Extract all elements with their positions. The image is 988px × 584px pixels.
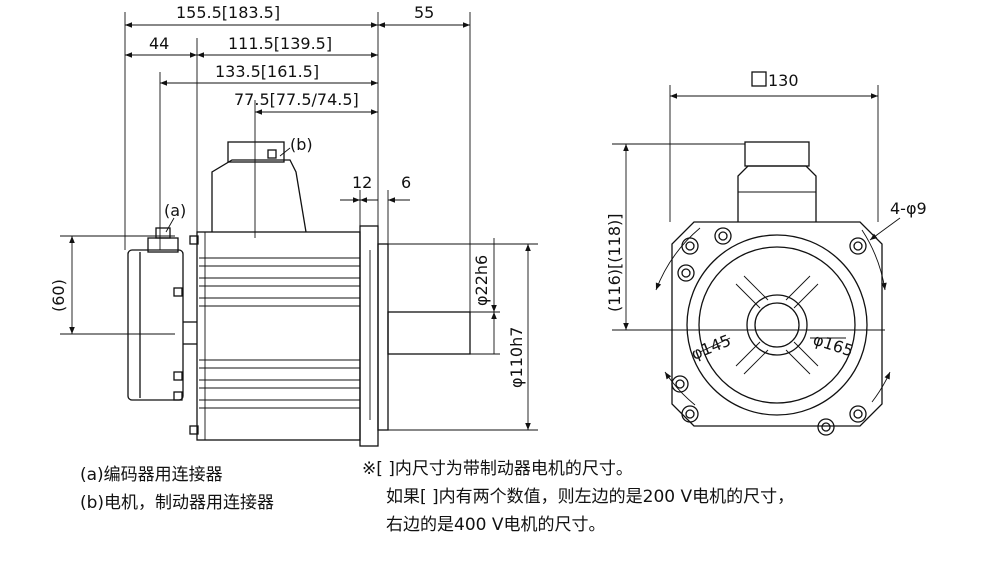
mount-hole — [817, 418, 835, 436]
front-flange — [671, 221, 883, 427]
dim-encoder-offset: 44 — [149, 34, 169, 53]
mount-hole — [849, 237, 867, 255]
motor-body — [189, 231, 361, 441]
mount-hole — [677, 264, 695, 282]
dim-connector-a-position: 133.5[161.5] — [215, 62, 319, 81]
dim-flange-thickness: 12 — [352, 173, 372, 192]
side-view: 155.5[183.5] 55 44 111.5[139.5] 133.5[16… — [49, 3, 538, 447]
mount-hole — [714, 227, 732, 245]
callout-a-label: (a) — [164, 201, 186, 220]
side-dim-labels: 155.5[183.5] 55 44 111.5[139.5] 133.5[16… — [49, 3, 526, 388]
front-connector — [737, 141, 817, 222]
dim-front-height: (116)[(118)] — [605, 213, 624, 312]
dim-square-size: 130 — [768, 71, 799, 90]
mounting-holes — [671, 227, 867, 436]
front-extension-lines — [612, 85, 885, 331]
dim-shaft-diameter: φ22h6 — [472, 255, 491, 306]
dim-overall-length: 155.5[183.5] — [176, 3, 280, 22]
mount-hole — [681, 405, 699, 423]
dim-pilot-diameter: φ110h7 — [507, 327, 526, 388]
front-dimension-lines — [623, 93, 901, 406]
mount-hole — [681, 237, 699, 255]
dim-spigot-length: 6 — [401, 173, 411, 192]
front-view: 130 (116)[(118)] 4-φ9 φ145 φ165 — [605, 71, 927, 436]
callout-b-label: (b) — [290, 135, 313, 154]
note-connector-a: (a)编码器用连接器 — [80, 465, 223, 485]
dim-connector-b-position: 77.5[77.5/74.5] — [234, 90, 359, 109]
power-connector — [211, 141, 307, 233]
dim-mount-holes: 4-φ9 — [890, 199, 927, 218]
remark-line-2: 如果[ ]内有两个数值，则左边的是200 V电机的尺寸， — [386, 487, 795, 507]
dim-inner-diameter: φ145 — [688, 331, 733, 364]
dim-shaft-length: 55 — [414, 3, 434, 22]
dim-encoder-height: (60) — [49, 279, 68, 312]
dim-body-length: 111.5[139.5] — [228, 34, 332, 53]
flange-and-shaft — [359, 225, 471, 447]
mount-hole — [671, 375, 689, 393]
remark-line-3: 右边的是400 V电机的尺寸。 — [386, 515, 606, 535]
square-symbol — [751, 71, 767, 87]
extension-lines — [60, 12, 538, 431]
callout-leaders — [165, 147, 291, 233]
encoder-housing — [127, 227, 197, 401]
remark-line-1: ※[ ]内尺寸为带制动器电机的尺寸。 — [362, 459, 633, 479]
dimension-lines — [69, 22, 531, 430]
dim-bolt-circle-diameter: φ165 — [811, 330, 856, 361]
mount-hole — [849, 405, 867, 423]
note-connector-b: (b)电机，制动器用连接器 — [80, 493, 275, 513]
